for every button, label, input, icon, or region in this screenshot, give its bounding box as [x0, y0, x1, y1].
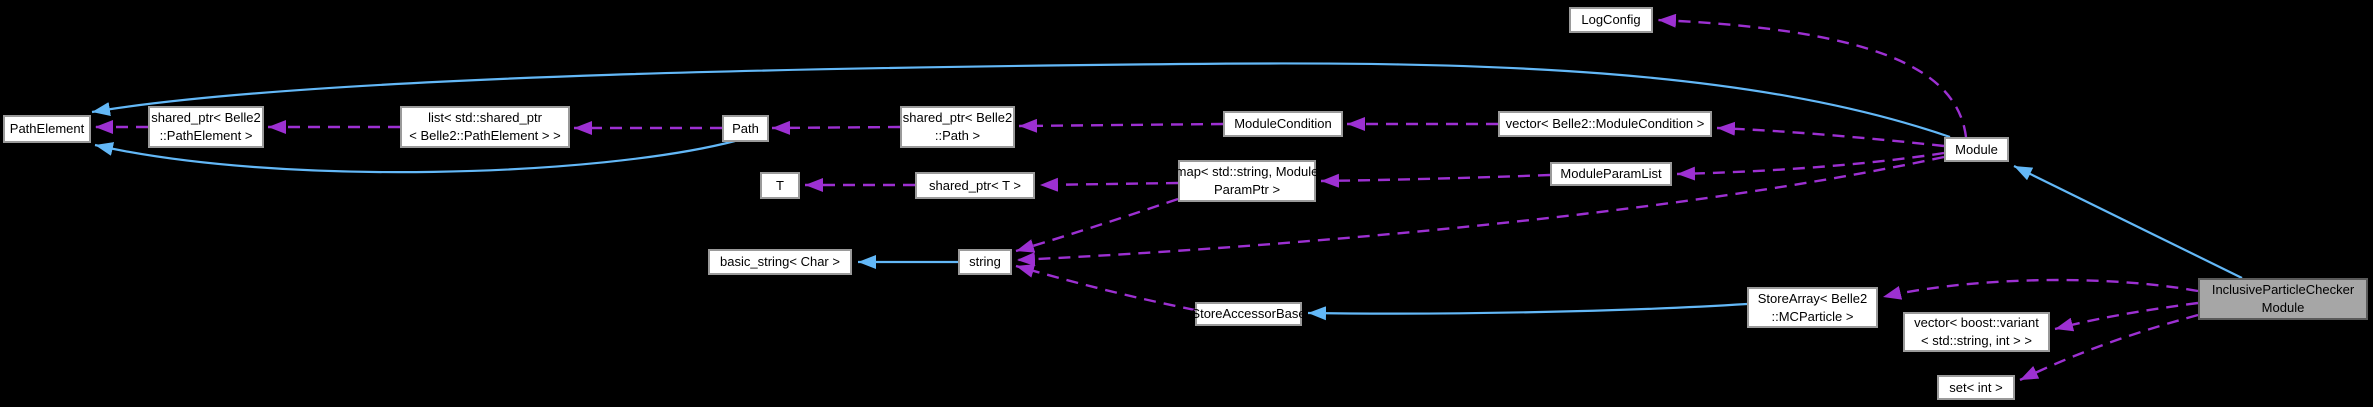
edge-sharedptr-path-to-path — [771, 120, 901, 135]
edge-inclusiveparticlechecker-to-set-int — [2019, 313, 2199, 382]
node-label: ModuleParamList — [1560, 166, 1662, 181]
node-storearray-mcparticle[interactable]: StoreArray< Belle2 ::MCParticle > — [1747, 287, 1878, 328]
node-label: vector< boost::variant — [1914, 315, 2039, 330]
node-label: map< std::string, Module — [1175, 164, 1319, 179]
node-label: ::Path > — [934, 128, 981, 143]
edge-inclusiveparticlechecker-to-vector-boost-variant — [2054, 301, 2199, 332]
node-label: T — [776, 177, 784, 193]
node-label: Path — [732, 120, 759, 136]
edge-module-to-logconfig — [1657, 13, 1968, 138]
node-shared-ptr-path[interactable]: shared_ptr< Belle2 ::Path > — [900, 106, 1015, 148]
node-t[interactable]: T — [760, 172, 800, 199]
node-label: shared_ptr< T > — [928, 177, 1022, 193]
node-label: InclusiveParticleChecker — [2211, 282, 2355, 297]
node-label: basic_string< Char > — [720, 254, 840, 269]
edge-path-inherits-pathelement — [94, 139, 736, 174]
edge-module-inherits-pathelement — [91, 62, 1951, 139]
node-label: Module — [2261, 300, 2305, 315]
node-label: Module — [1955, 141, 1998, 157]
node-label: StoreAccessorBase — [1191, 306, 1306, 321]
edge-inclusiveparticlechecker-to-storearray — [1882, 278, 2199, 300]
edge-map-to-string — [1015, 197, 1179, 253]
edge-inclusiveparticlechecker-inherits-module — [2013, 165, 2243, 279]
node-pathelement[interactable]: PathElement — [3, 115, 91, 143]
node-label: shared_ptr< Belle2 — [151, 110, 261, 125]
node-inclusiveparticlechecker-module-current[interactable]: InclusiveParticleChecker Module — [2198, 278, 2368, 320]
node-shared-ptr-pathelement[interactable]: shared_ptr< Belle2 ::PathElement > — [148, 106, 264, 148]
edge-module-to-string — [1016, 155, 1945, 267]
node-basic-string-char[interactable]: basic_string< Char > — [708, 249, 852, 275]
node-label: ParamPtr > — [1213, 182, 1281, 197]
node-vector-modulecondition[interactable]: vector< Belle2::ModuleCondition > — [1498, 111, 1712, 137]
edge-storeaccessorbase-to-string — [1015, 264, 1196, 312]
edge-storearray-inherits-storeaccessorbase — [1307, 302, 1748, 321]
node-modulecondition[interactable]: ModuleCondition — [1223, 111, 1343, 137]
node-module[interactable]: Module — [1944, 137, 2009, 162]
node-list-shared-ptr-pathelement[interactable]: list< std::shared_ptr < Belle2::PathElem… — [400, 106, 570, 148]
node-label: < std::string, int > > — [1921, 333, 2032, 348]
node-set-int[interactable]: set< int > — [1937, 375, 2015, 400]
node-moduleparamlist[interactable]: ModuleParamList — [1550, 162, 1672, 186]
node-label: ModuleCondition — [1234, 116, 1332, 131]
edge-module-to-vector-modulecondition — [1716, 121, 1945, 148]
node-label: < Belle2::PathElement > > — [409, 128, 561, 143]
edge-module-to-moduleparamlist — [1676, 151, 1945, 181]
node-label: shared_ptr< Belle2 — [902, 110, 1013, 125]
node-label: list< std::shared_ptr — [428, 110, 542, 125]
node-label: vector< Belle2::ModuleCondition > — [1505, 116, 1705, 131]
node-label: PathElement — [9, 121, 85, 136]
node-path[interactable]: Path — [722, 115, 769, 142]
node-label: string — [969, 254, 1001, 269]
node-label: LogConfig — [1581, 12, 1641, 27]
node-logconfig[interactable]: LogConfig — [1569, 7, 1653, 33]
node-label: ::PathElement > — [159, 128, 253, 143]
node-label: ::MCParticle > — [1771, 308, 1854, 324]
edge-modulecondition-to-sharedptr-path — [1018, 118, 1224, 133]
node-label: set< int > — [1949, 379, 2003, 395]
edge-moduleparamlist-to-map — [1320, 173, 1551, 188]
node-vector-boost-variant[interactable]: vector< boost::variant < std::string, in… — [1903, 312, 2050, 352]
node-storeaccessorbase[interactable]: StoreAccessorBase — [1191, 302, 1306, 326]
node-string[interactable]: string — [958, 249, 1012, 275]
node-shared-ptr-t[interactable]: shared_ptr< T > — [915, 172, 1035, 199]
node-map-string-moduleparamptr[interactable]: map< std::string, Module ParamPtr > — [1175, 160, 1319, 202]
node-label: StoreArray< Belle2 — [1757, 290, 1868, 306]
edge-map-to-sharedptr-t — [1039, 177, 1179, 192]
